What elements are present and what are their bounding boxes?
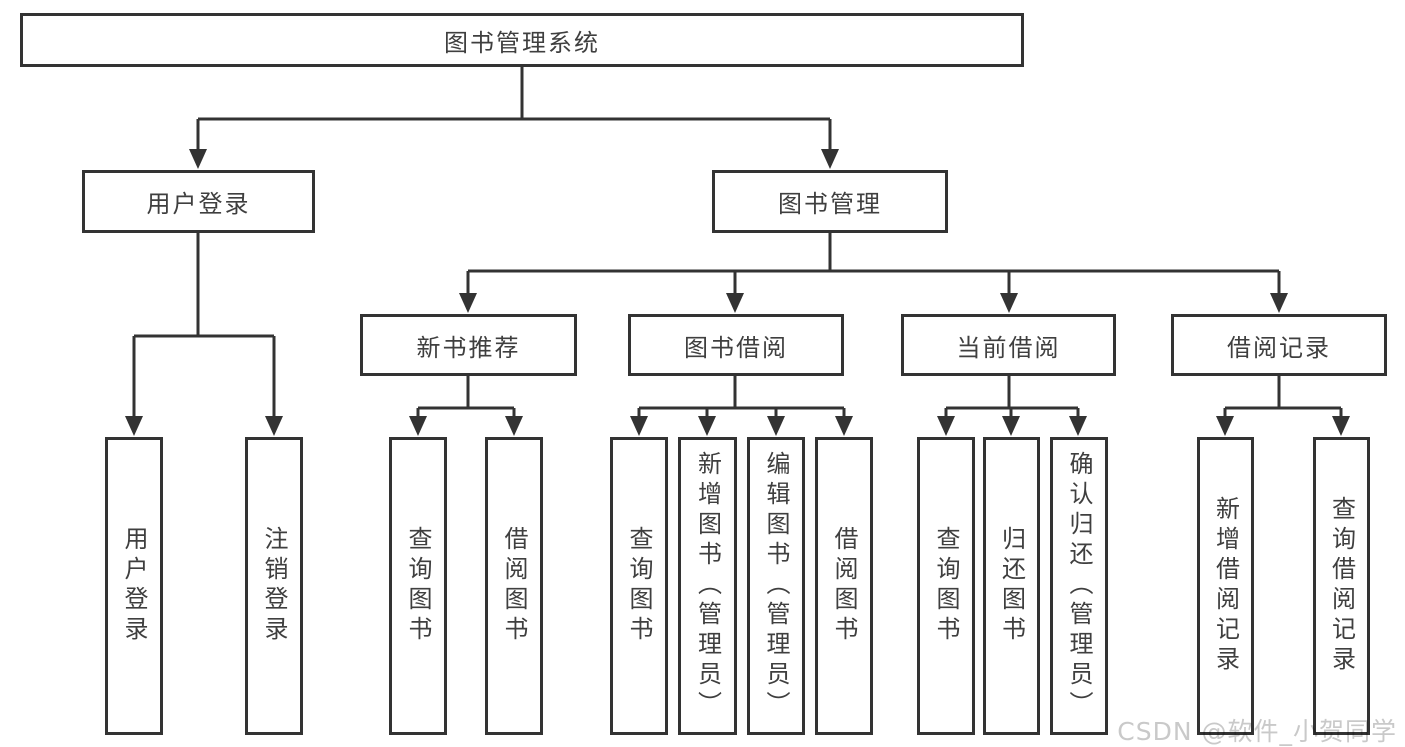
node-book-management-label: 图书管理 xyxy=(778,190,882,218)
node-user-login: 用户登录 xyxy=(82,170,315,233)
csdn-watermark: CSDN @软件_小贺同学 xyxy=(1117,717,1397,746)
leaf-user-login-label: 用户登录 xyxy=(120,526,148,646)
leaf-user-login: 用户登录 xyxy=(105,437,163,735)
leaf-confirm-return-admin-label: 确认归还（管理员） xyxy=(1065,451,1093,721)
node-user-login-label: 用户登录 xyxy=(146,190,251,218)
leaf-return-book-label: 归还图书 xyxy=(997,526,1026,646)
leaf-logout: 注销登录 xyxy=(245,437,303,735)
leaf-borrow-books-2-label: 借阅图书 xyxy=(830,526,858,646)
leaf-borrow-books-recommend: 借阅图书 xyxy=(485,437,543,735)
node-new-book-recommend: 新书推荐 xyxy=(360,314,577,376)
node-borrow-records-label: 借阅记录 xyxy=(1227,333,1331,362)
leaf-query-borrow-record-label: 查询借阅记录 xyxy=(1327,496,1356,676)
leaf-query-borrow-record: 查询借阅记录 xyxy=(1313,437,1370,735)
leaf-query-books-current-label: 查询图书 xyxy=(932,526,960,646)
leaf-confirm-return-admin: 确认归还（管理员） xyxy=(1050,437,1108,735)
leaf-add-book-admin-label: 新增图书（管理员） xyxy=(693,451,722,721)
leaf-query-books-borrow: 查询图书 xyxy=(610,437,668,735)
node-new-book-recommend-label: 新书推荐 xyxy=(416,333,521,362)
node-root-label: 图书管理系统 xyxy=(444,28,600,57)
leaf-query-books-current: 查询图书 xyxy=(917,437,975,735)
leaf-edit-book-admin: 编辑图书（管理员） xyxy=(747,437,805,735)
leaf-query-books-recommend: 查询图书 xyxy=(389,437,447,735)
leaf-query-books-borrow-label: 查询图书 xyxy=(625,526,653,646)
leaf-add-book-admin: 新增图书（管理员） xyxy=(678,437,737,735)
leaf-add-borrow-record-label: 新增借阅记录 xyxy=(1211,496,1240,676)
node-book-borrow-label: 图书借阅 xyxy=(684,333,788,362)
leaf-return-book: 归还图书 xyxy=(983,437,1040,735)
leaf-query-books-recommend-label: 查询图书 xyxy=(404,526,432,646)
node-current-borrow: 当前借阅 xyxy=(901,314,1116,376)
leaf-add-borrow-record: 新增借阅记录 xyxy=(1197,437,1254,735)
leaf-borrow-books-2: 借阅图书 xyxy=(815,437,873,735)
leaf-edit-book-admin-label: 编辑图书（管理员） xyxy=(762,451,790,721)
node-root: 图书管理系统 xyxy=(20,13,1024,67)
node-borrow-records: 借阅记录 xyxy=(1171,314,1387,376)
leaf-borrow-books-recommend-label: 借阅图书 xyxy=(500,526,528,646)
node-book-borrow: 图书借阅 xyxy=(628,314,844,376)
node-current-borrow-label: 当前借阅 xyxy=(956,333,1061,362)
node-book-management: 图书管理 xyxy=(712,170,948,233)
leaf-logout-label: 注销登录 xyxy=(260,526,288,646)
